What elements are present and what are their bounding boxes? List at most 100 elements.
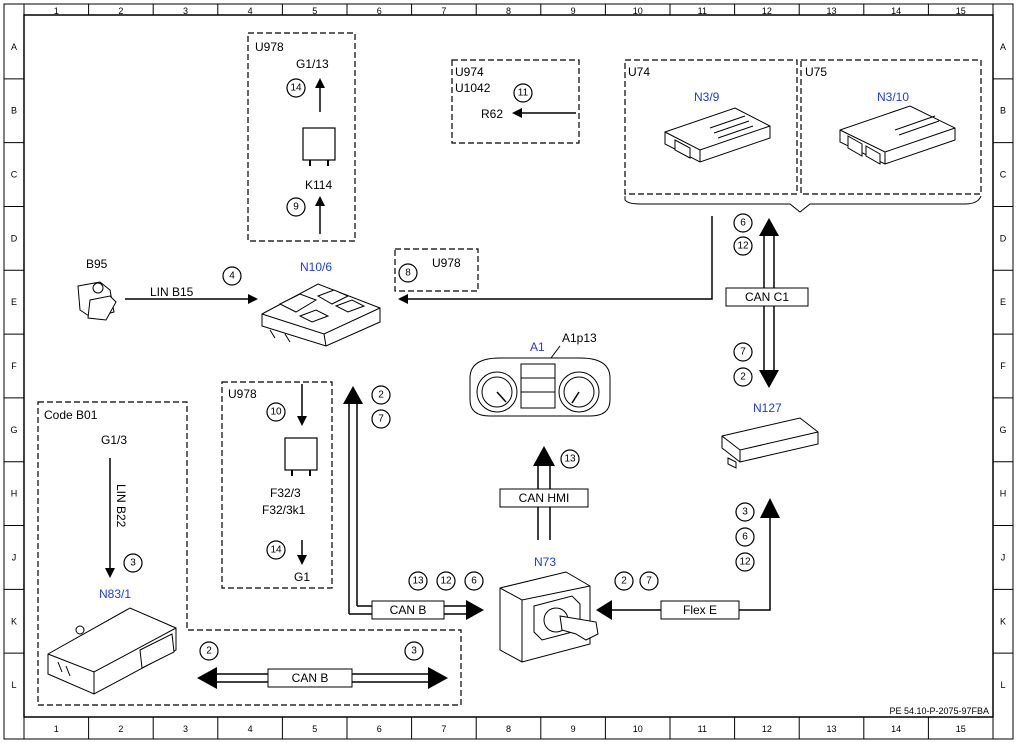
grid-row-label: F [1000, 361, 1006, 371]
grid-column-label: 10 [633, 724, 643, 734]
arrow-flex-e-up [760, 498, 780, 518]
grid-row-label: J [1001, 552, 1006, 562]
grid-column-label: 14 [891, 724, 901, 734]
grid-column-label: 5 [312, 6, 317, 16]
grid-column-label: 8 [506, 6, 511, 16]
grid-column-label: 4 [248, 724, 253, 734]
callout: 12 [733, 236, 753, 256]
grid-column-label: 9 [571, 6, 576, 16]
module-n83-1-icon [47, 607, 177, 695]
callout: 6 [464, 571, 484, 591]
label-g1: G1 [294, 570, 310, 584]
group-label-u974: U974 [455, 65, 484, 79]
grid-column-label: 13 [826, 724, 836, 734]
relay-k114-icon [302, 127, 336, 166]
drawing-reference: PE 54.10-P-2075-97FBA [889, 706, 989, 716]
grid-row-label: D [11, 233, 18, 243]
label-can-hmi: CAN HMI [519, 491, 570, 505]
grid-column-label: 2 [118, 6, 123, 16]
label-can-c1: CAN C1 [745, 290, 789, 304]
bus-box-can-b-bottom: CAN B [267, 668, 353, 688]
grid-column-label: 7 [441, 6, 446, 16]
callout: 3 [123, 553, 143, 573]
label-n83-1: N83/1 [99, 587, 131, 601]
grid-column-label: 11 [698, 6, 707, 16]
sensor-b95-icon [77, 281, 117, 321]
group-u978-left [221, 381, 333, 589]
svg-text:12: 12 [440, 576, 452, 587]
label-f32-3k1: F32/3k1 [262, 503, 306, 517]
group-u75 [800, 59, 982, 195]
ecu-n3-9-icon [664, 107, 771, 163]
grid-column-label: 14 [891, 6, 901, 16]
group-label-u978-mid: U978 [432, 256, 461, 270]
ignition-switch-n73-icon [499, 571, 599, 663]
grid-column-label: 1 [54, 6, 59, 16]
svg-text:2: 2 [206, 646, 212, 657]
callout: 6 [733, 213, 753, 233]
svg-text:13: 13 [564, 454, 576, 465]
frame [3, 3, 1014, 740]
svg-text:3: 3 [130, 558, 136, 569]
grid-row-label: G [999, 425, 1006, 435]
grid-column-label: 5 [312, 724, 317, 734]
grid-row-label: J [12, 552, 17, 562]
sam-n10-6-icon [261, 283, 381, 347]
label-n73: N73 [534, 555, 556, 569]
bus-box-can-b-right: CAN B [371, 600, 445, 620]
callout: 12 [436, 571, 456, 591]
label-can-b-right: CAN B [390, 603, 427, 617]
grid-row-label: D [1000, 233, 1007, 243]
svg-text:10: 10 [270, 407, 282, 418]
grid-column-label: 12 [762, 724, 772, 734]
grid-row-label: B [11, 106, 17, 116]
svg-text:7: 7 [378, 414, 384, 425]
callout: 10 [266, 402, 286, 422]
svg-text:14: 14 [290, 83, 302, 94]
svg-text:6: 6 [742, 532, 748, 543]
frame-ruler: 1122334455667788991010111112121313141415… [4, 4, 1013, 739]
callout: 2 [733, 367, 753, 387]
group-label-u978-left: U978 [228, 387, 257, 401]
svg-text:7: 7 [740, 347, 746, 358]
grid-column-label: 11 [698, 724, 707, 734]
ecu-n3-10-icon [839, 105, 956, 165]
grid-column-label: 15 [956, 724, 966, 734]
label-a1: A1 [530, 340, 545, 354]
svg-text:7: 7 [646, 576, 652, 587]
group-label-u75: U75 [805, 65, 827, 79]
grid-row-label: F [11, 361, 17, 371]
label-f32-3: F32/3 [270, 486, 301, 500]
callout: 4 [222, 266, 242, 286]
svg-text:2: 2 [621, 576, 627, 587]
svg-text:3: 3 [411, 646, 417, 657]
grid-row-label: E [11, 297, 17, 307]
label-can-b-bottom: CAN B [292, 671, 329, 685]
grid-column-label: 12 [762, 6, 772, 16]
grid-row-label: E [1000, 297, 1006, 307]
grid-column-label: 6 [377, 724, 382, 734]
grid-row-label: H [1000, 489, 1007, 499]
bus-box-flex-e: Flex E [660, 600, 740, 620]
instrument-cluster-a1-icon [469, 357, 611, 417]
bus-box-can-c1: CAN C1 [725, 287, 809, 307]
callout: 13 [408, 571, 428, 591]
label-g1-3: G1/3 [101, 433, 127, 447]
grid-column-label: 8 [506, 724, 511, 734]
callout: 7 [733, 342, 753, 362]
grid-row-label: L [1000, 680, 1005, 690]
label-n10-6: N10/6 [300, 260, 332, 274]
svg-text:9: 9 [293, 202, 299, 213]
callout: 7 [371, 409, 391, 429]
grid-row-label: K [11, 616, 17, 626]
callout: 6 [735, 527, 755, 547]
callout: 3 [735, 502, 755, 522]
grid-column-label: 2 [118, 724, 123, 734]
group-u974 [451, 59, 580, 144]
grid-row-label: G [10, 425, 17, 435]
grid-row-label: C [1000, 170, 1007, 180]
callout: 8 [398, 263, 418, 283]
svg-text:13: 13 [412, 576, 424, 587]
svg-text:6: 6 [471, 576, 477, 587]
